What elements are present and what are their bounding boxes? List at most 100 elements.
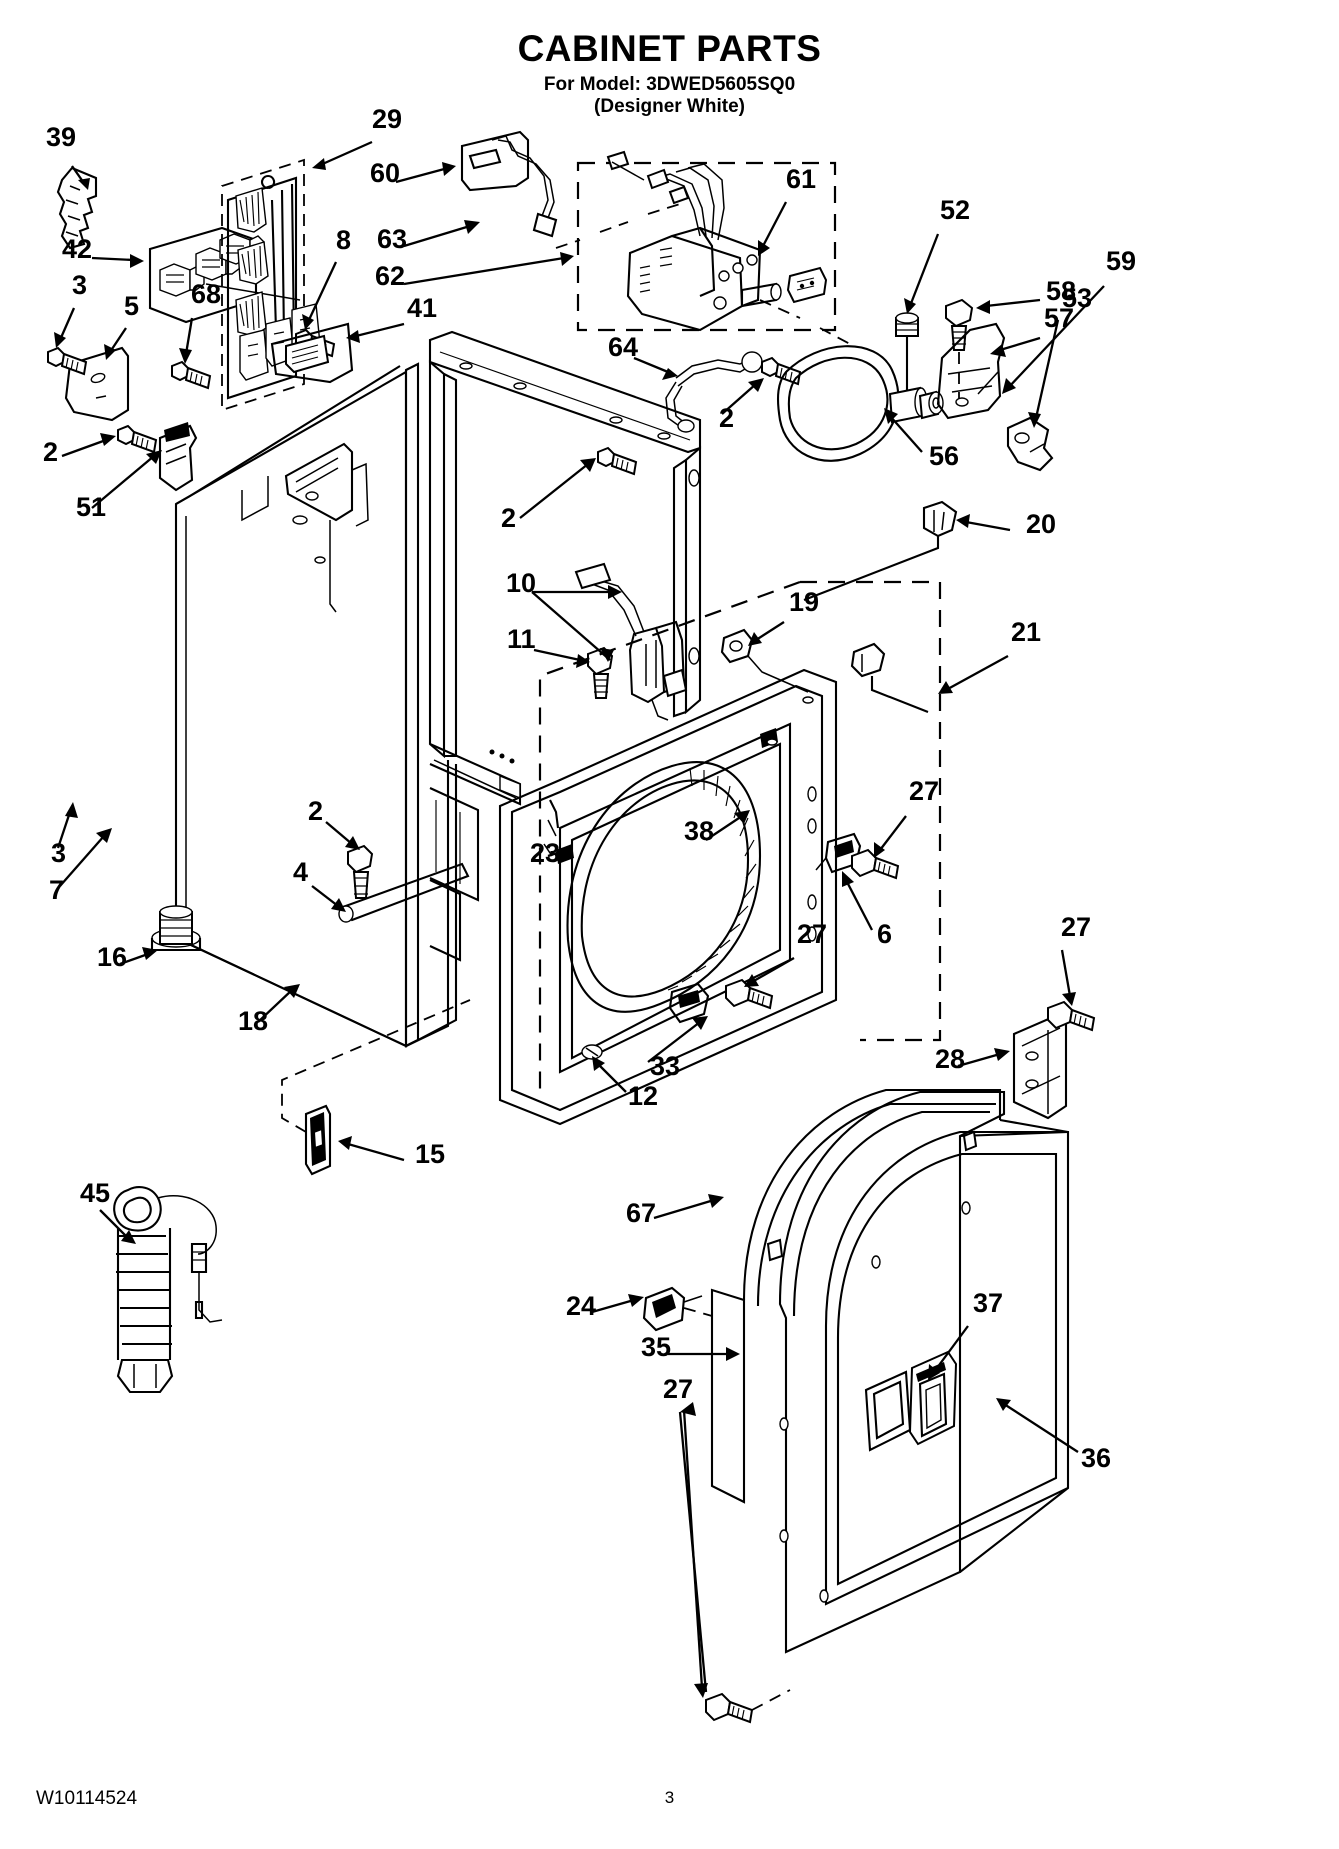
part-27-screw-bottom — [705, 1689, 791, 1724]
callout-number-52: 52 — [940, 195, 970, 225]
callout-number-51: 51 — [76, 492, 106, 522]
part-59-idler-pulley — [888, 386, 944, 424]
motor-assembly-dashed-box — [576, 161, 837, 332]
callout-number-56: 56 — [929, 441, 959, 471]
callout-number-57: 57 — [1044, 303, 1074, 333]
part-27-screw-lower — [725, 978, 774, 1010]
callout-number-27: 27 — [797, 919, 827, 949]
callout-number-41: 41 — [407, 293, 437, 323]
callout-number-59: 59 — [1106, 246, 1136, 276]
callout-number-61: 61 — [786, 164, 816, 194]
callout-number-16: 16 — [97, 942, 127, 972]
part-24-door-catch — [642, 1286, 713, 1332]
cabinet-shell — [150, 330, 702, 1048]
callout-number-35: 35 — [641, 1332, 671, 1362]
callout-number-18: 18 — [238, 1006, 268, 1036]
part-3-screw-left — [47, 346, 88, 376]
callout-number-53: 53 — [1062, 283, 1092, 313]
callout-number-27: 27 — [663, 1374, 693, 1404]
part-41-console-bracket — [270, 322, 354, 384]
part-19-clip — [850, 642, 929, 713]
callout-number-7: 7 — [49, 875, 64, 905]
leader-lines — [54, 140, 1105, 1698]
callout-number-5: 5 — [124, 291, 139, 321]
part-4-support-rod — [338, 862, 470, 923]
part-45-power-cord — [113, 1186, 223, 1394]
callout-number-67: 67 — [626, 1198, 656, 1228]
front-panel-dashed-region — [800, 580, 942, 1042]
callout-number-2: 2 — [308, 796, 323, 826]
callout-number-45: 45 — [80, 1178, 110, 1208]
finish-subtitle: (Designer White) — [594, 96, 745, 117]
part-2-screw-belt — [761, 356, 802, 386]
callout-number-27: 27 — [909, 776, 939, 806]
part-20-clip — [803, 500, 958, 601]
callout-number-28: 28 — [935, 1044, 965, 1074]
part-52-idler-bushing — [895, 312, 919, 396]
callout-number-24: 24 — [566, 1291, 596, 1321]
door-assembly — [642, 1088, 1070, 1724]
part-27-screw-right — [851, 848, 900, 880]
callout-number-8: 8 — [336, 225, 351, 255]
callout-number-15: 15 — [415, 1139, 445, 1169]
callout-number-21: 21 — [1011, 617, 1041, 647]
part-68-screw — [171, 360, 212, 390]
part-51-bracket — [158, 422, 198, 492]
callout-number-64: 64 — [608, 332, 638, 362]
callout-number-4: 4 — [293, 857, 308, 887]
part-28-hinge — [1012, 1012, 1068, 1120]
model-subtitle: For Model: 3DWED5605SQ0 — [543, 74, 796, 95]
part-27-screw-hinge — [1047, 1000, 1096, 1032]
callout-number-3: 3 — [72, 270, 87, 300]
part-57-bracket — [936, 322, 1006, 420]
part-58-screw — [945, 298, 974, 412]
callout-number-27: 27 — [1061, 912, 1091, 942]
part-15-strike-plate — [281, 999, 471, 1176]
callout-number-6: 6 — [877, 919, 892, 949]
callout-number-33: 33 — [650, 1051, 680, 1081]
callout-number-29: 29 — [372, 104, 402, 134]
part-10-door-switch — [574, 562, 688, 721]
part-19-clip-left — [720, 628, 809, 693]
footer-page-number: 3 — [664, 1788, 675, 1807]
part-12-grommet — [581, 1044, 603, 1060]
part-2-screw-top — [597, 446, 638, 476]
callout-number-2: 2 — [43, 437, 58, 467]
callout-number-3: 3 — [51, 838, 66, 868]
callout-number-38: 38 — [684, 816, 714, 846]
callout-number-63: 63 — [377, 224, 407, 254]
callout-number-10: 10 — [506, 568, 536, 598]
callout-number-42: 42 — [62, 234, 92, 264]
callout-number-19: 19 — [789, 587, 819, 617]
part-5-bracket — [64, 346, 130, 422]
part-39-clip — [56, 166, 98, 250]
part-29-control-panel — [221, 158, 321, 412]
part-38-door-seal — [566, 761, 762, 1013]
callout-number-62: 62 — [375, 261, 405, 291]
part-2-screw-bracket — [117, 424, 158, 454]
callout-number-20: 20 — [1026, 509, 1056, 539]
callout-number-2: 2 — [501, 503, 516, 533]
callout-number-36: 36 — [1081, 1443, 1111, 1473]
part-16-leveling-leg — [150, 905, 202, 952]
part-53-hinge — [1006, 416, 1054, 472]
part-33-clip — [668, 982, 710, 1024]
footer-part-number: W10114524 — [36, 1788, 138, 1809]
callout-number-23: 23 — [530, 838, 560, 868]
callout-number-11: 11 — [507, 624, 536, 654]
callout-number-58: 58 — [1046, 276, 1076, 306]
part-42-connector-block — [148, 226, 301, 324]
callout-number-68: 68 — [191, 279, 221, 309]
front-panel-frame — [498, 668, 900, 1126]
part-60-harness-bracket — [460, 130, 558, 238]
callout-number-12: 12 — [628, 1081, 658, 1111]
callout-number-39: 39 — [46, 122, 76, 152]
callout-number-2: 2 — [719, 403, 734, 433]
part-37-door-handle — [864, 1350, 958, 1452]
page-title: CABINET PARTS — [517, 28, 822, 69]
part-56-drive-belt — [776, 345, 900, 462]
part-2-screw-rod — [347, 844, 374, 899]
